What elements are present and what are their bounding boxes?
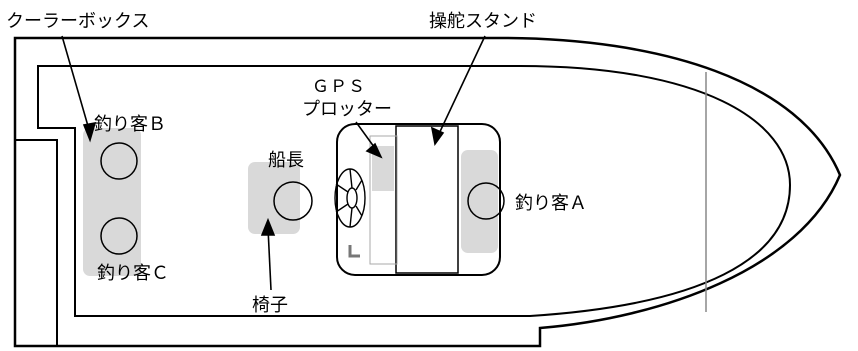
- deck-inner-outline: [37, 65, 792, 317]
- angler-a-seat: [467, 182, 505, 220]
- label-angler-b: 釣り客Ｂ: [94, 114, 166, 135]
- arrow-helm-stand: [436, 35, 486, 139]
- helm-inner-frame: [369, 135, 398, 265]
- gps-plotter: [372, 146, 394, 191]
- captain-seat: [273, 181, 313, 221]
- helm-bracket-mark: [348, 245, 360, 258]
- arrow-cooler-box: [61, 35, 91, 134]
- steering-wheel-icon: [334, 168, 366, 228]
- label-cooler-box: クーラーボックス: [6, 11, 149, 32]
- cooler-box: [83, 128, 141, 276]
- leader-arrows: [61, 35, 486, 291]
- label-gps-line1: ＧＰＳ: [312, 77, 366, 97]
- label-helm-stand: 操舵スタンド: [429, 11, 537, 32]
- label-gps-line2: プロッター: [302, 99, 392, 120]
- arrow-helm-stand-head: [430, 126, 445, 146]
- hull-outer-outline: [13, 36, 842, 348]
- label-angler-a: 釣り客Ａ: [515, 193, 587, 214]
- helm-console: [395, 125, 459, 274]
- angler-c-seat: [100, 217, 138, 255]
- arrow-gps-plotter-head: [365, 142, 383, 159]
- angler-b-seat: [100, 142, 138, 180]
- label-captain: 船長: [268, 150, 304, 171]
- arrow-cooler-box-head: [82, 121, 97, 143]
- arrow-chair-head: [260, 217, 276, 236]
- arrow-chair: [267, 227, 272, 291]
- label-chair: 椅子: [252, 295, 288, 316]
- label-angler-c: 釣り客Ｃ: [97, 263, 169, 284]
- stern-step: [14, 139, 58, 347]
- angler-a-area: [461, 150, 498, 253]
- helm-stand-enclosure: [336, 123, 501, 276]
